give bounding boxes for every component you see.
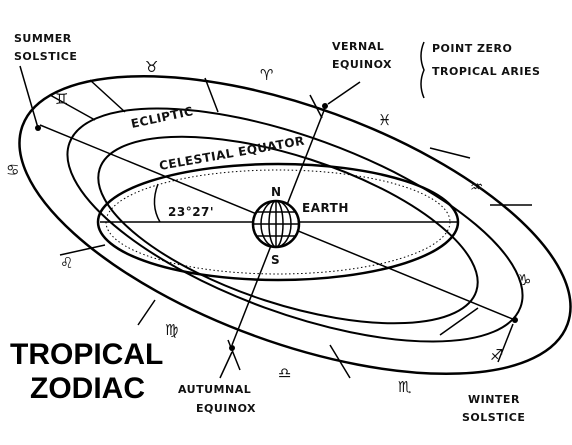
winter-solstice-marker <box>512 317 518 323</box>
winter-solstice-label-2: SOLSTICE <box>462 411 525 424</box>
virgo-glyph: ♍ <box>165 321 178 339</box>
zodiac-band-outer <box>18 74 572 376</box>
gemini-glyph: ♊ <box>55 90 68 108</box>
earth-globe <box>251 199 301 249</box>
title-line-1: TROPICAL <box>10 338 163 371</box>
pisces-glyph: ♓ <box>378 111 391 129</box>
leo-glyph: ♌ <box>60 254 73 272</box>
libra-glyph: ♎ <box>278 364 291 382</box>
vernal-equinox-marker <box>322 103 328 109</box>
sagittarius-glyph: ♐ <box>490 346 503 364</box>
autumnal-equinox-label-1: AUTUMNAL <box>178 383 251 396</box>
winter-solstice-label-1: WINTER <box>468 393 520 406</box>
celestial-equator-label: CELESTIAL EQUATOR <box>158 134 306 173</box>
aries-glyph: ♈ <box>260 66 273 84</box>
obliquity-arc <box>153 183 161 223</box>
taurus-glyph: ♉ <box>145 58 158 76</box>
north-label: N <box>271 185 282 199</box>
cancer-glyph: ♋ <box>6 161 19 179</box>
vernal-equinox-label-2: EQUINOX <box>332 58 392 71</box>
point-zero-label: POINT ZERO <box>432 42 512 55</box>
aquarius-glyph: ♒ <box>470 178 483 196</box>
title-line-2: ZODIAC <box>30 372 145 405</box>
autumnal-equinox-marker <box>229 345 235 351</box>
autumnal-equinox-label-2: EQUINOX <box>196 402 256 415</box>
capricorn-glyph: ♑ <box>518 271 531 289</box>
summer-solstice-label-1: SUMMER <box>14 32 72 45</box>
south-label: S <box>271 253 280 267</box>
earth-label: EARTH <box>302 201 349 215</box>
tropical-aries-label: TROPICAL ARIES <box>432 65 540 78</box>
leader-lines <box>19 41 514 379</box>
ecliptic-ellipse <box>97 135 479 325</box>
zodiac-band-dividers <box>49 77 532 379</box>
zodiac-band-inner <box>66 107 524 343</box>
vernal-equinox-label-1: VERNAL <box>332 40 384 53</box>
summer-solstice-label-2: SOLSTICE <box>14 50 77 63</box>
obliquity-label: 23°27' <box>168 205 214 219</box>
scorpio-glyph: ♏ <box>398 378 412 396</box>
